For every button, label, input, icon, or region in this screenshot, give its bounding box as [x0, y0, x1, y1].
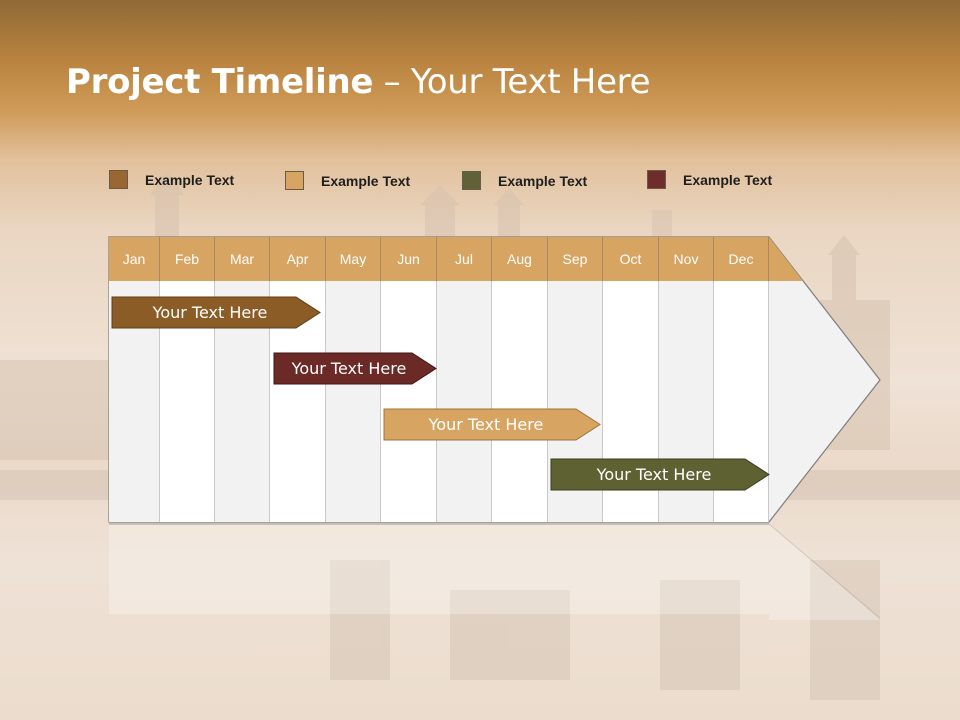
month-column — [381, 281, 437, 522]
timeline-arrow-header-tip — [769, 237, 803, 281]
slide-title: Project Timeline – Your Text Here — [66, 62, 651, 102]
task-label-1: Your Text Here — [152, 303, 268, 322]
task-label-3: Your Text Here — [428, 415, 544, 434]
month-header-nov: Nov — [659, 237, 714, 281]
month-header-aug: Aug — [492, 237, 548, 281]
task-label-4: Your Text Here — [596, 465, 712, 484]
title-strong: Project Timeline — [66, 62, 374, 102]
legend-label-4: Example Text — [683, 171, 773, 188]
month-header-mar: Mar — [215, 237, 270, 281]
legend-swatch-1 — [109, 170, 128, 189]
legend-swatch-2 — [285, 171, 304, 190]
month-column — [492, 281, 548, 522]
month-header-sep: Sep — [548, 237, 603, 281]
legend-label-2: Example Text — [321, 172, 411, 189]
month-header-apr: Apr — [270, 237, 326, 281]
task-arrow-2 — [273, 352, 437, 385]
legend-swatch-3 — [462, 171, 481, 190]
month-header-may: May — [326, 237, 381, 281]
month-header-jan: Jan — [109, 237, 160, 281]
legend-swatch-4 — [647, 170, 666, 189]
legend-label-3: Example Text — [498, 172, 588, 189]
month-column — [437, 281, 492, 522]
legend-item-1: Example Text — [109, 170, 234, 189]
legend-item-4: Example Text — [647, 170, 772, 189]
legend-item-3: Example Text — [462, 171, 587, 190]
task-arrow-3 — [383, 408, 601, 441]
month-header-dec: Dec — [714, 237, 769, 281]
legend-label-1: Example Text — [145, 171, 235, 188]
month-header-jul: Jul — [437, 237, 492, 281]
task-arrow-4 — [550, 458, 770, 491]
month-column — [326, 281, 381, 522]
task-arrow-1 — [111, 296, 321, 329]
month-header-oct: Oct — [603, 237, 659, 281]
title-rest: – Your Text Here — [373, 62, 651, 102]
month-header-jun: Jun — [381, 237, 437, 281]
task-label-2: Your Text Here — [291, 359, 407, 378]
month-header-feb: Feb — [160, 237, 215, 281]
legend-item-2: Example Text — [285, 171, 410, 190]
